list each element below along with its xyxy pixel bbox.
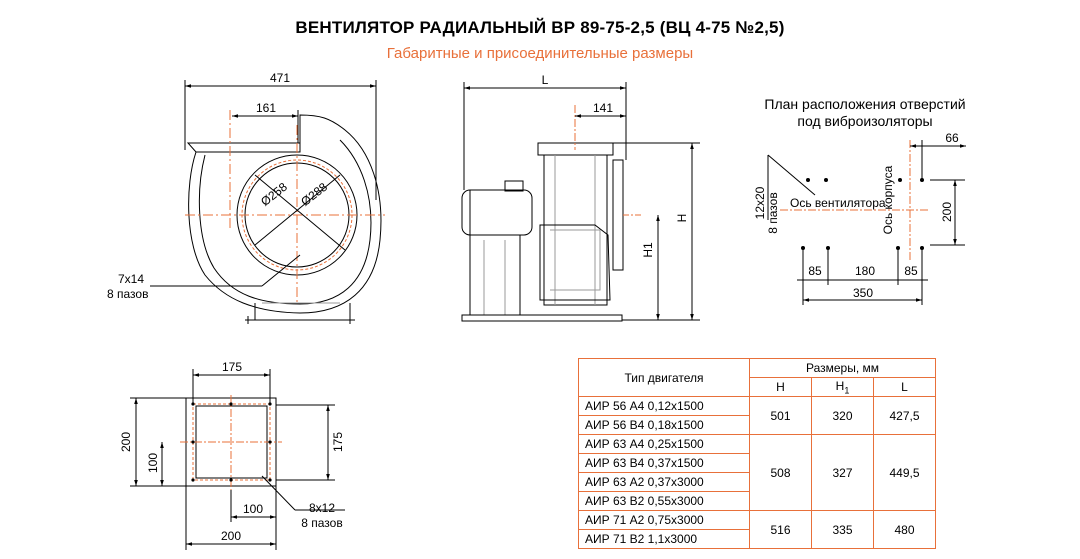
col-sizes: Размеры, мм <box>749 358 936 378</box>
motor-cell: АИР 56 В4 0,18х1500 <box>578 415 750 435</box>
plan-dim-depth: 200 <box>940 202 954 222</box>
col-h1-sub: 1 <box>844 385 850 396</box>
outlet-dim-half-height: 100 <box>146 453 160 473</box>
value-l: 480 <box>873 510 936 549</box>
page-title: ВЕНТИЛЯТОР РАДИАЛЬНЫЙ ВР 89-75-2,5 (ВЦ 4… <box>295 18 785 37</box>
plan-dim-middle: 180 <box>855 264 875 278</box>
front-dim-total-width: 471 <box>270 71 290 85</box>
page-subtitle: Габаритные и присоединительные размеры <box>386 45 694 62</box>
outlet-holes-note-2: 8 пазов <box>301 516 342 530</box>
side-dim-length: L <box>542 73 549 87</box>
value-h1: 320 <box>811 396 874 435</box>
plan-dim-offset: 66 <box>945 131 959 145</box>
plan-dim-total: 350 <box>853 286 873 300</box>
front-dim-d-outer: Ø288 <box>298 180 330 209</box>
inlet-flange <box>186 142 301 153</box>
plan-axis-body: Ось корпуса <box>881 165 895 234</box>
table-row: АИР 63 В4 0,37х1500 <box>578 453 936 473</box>
outlet-view <box>130 369 345 550</box>
front-holes-note-2: 8 пазов <box>107 287 148 301</box>
outlet-dim-width: 175 <box>222 360 242 374</box>
value-h: 501 <box>749 396 812 435</box>
value-l: 449,5 <box>873 434 936 511</box>
col-motor: Тип двигателя <box>578 358 750 397</box>
outlet-dim-height-left: 200 <box>119 432 133 452</box>
feet <box>254 303 351 321</box>
scroll-housing-inner <box>198 139 372 305</box>
scroll-housing <box>188 114 382 314</box>
motor-cell: АИР 71 В2 1,1х3000 <box>578 529 750 549</box>
value-l: 427,5 <box>873 396 936 435</box>
specs-subheader-row: H H1 L <box>579 377 936 397</box>
motor-cell: АИР 56 А4 0,12х1500 <box>578 396 750 416</box>
front-dim-d-inner: Ø258 <box>258 180 290 209</box>
motor-cell: АИР 63 А2 0,37х3000 <box>578 472 750 492</box>
plan-caption-line2: под виброизоляторы <box>797 113 933 129</box>
col-l: L <box>873 377 936 397</box>
plan-holes <box>801 178 924 250</box>
outlet-dim-half-width: 100 <box>243 502 263 516</box>
value-h1: 335 <box>811 510 874 549</box>
plan-slots-1: 12x20 <box>753 186 767 219</box>
plan-slots-2: 8 пазов <box>766 192 780 233</box>
table-row: АИР 63 А4 0,25х1500 508 327 449,5 <box>578 434 936 511</box>
plan-caption: План расположения отверстий под виброизо… <box>735 96 995 130</box>
motor-cell: АИР 63 А4 0,25х1500 <box>578 434 750 454</box>
side-dim-height1: H1 <box>641 242 655 258</box>
motor <box>461 189 533 236</box>
motor-cell: АИР 63 В2 0,55х3000 <box>578 491 750 511</box>
outlet-dim-height-right: 175 <box>331 432 345 452</box>
impeller-housing <box>539 224 611 301</box>
specs-table: Тип двигателя Размеры, мм H H1 L АИР 56 … <box>578 358 936 549</box>
plan-view <box>767 140 966 305</box>
outlet-holes-note-1: 8x12 <box>309 501 335 515</box>
outlet-holes <box>191 402 272 482</box>
col-h1-base: H <box>835 378 845 393</box>
table-row: АИР 56 А4 0,12х1500 501 320 427,5 <box>578 396 936 435</box>
col-h: H <box>749 377 812 397</box>
plan-axis-fan: Ось вентилятора <box>790 196 886 210</box>
table-row: АИР 71 А2 0,75х3000 516 335 480 <box>578 510 936 549</box>
motor-cell: АИР 63 В4 0,37х1500 <box>578 453 750 473</box>
outlet-dim-base-width: 200 <box>221 529 241 543</box>
value-h: 516 <box>749 510 812 549</box>
motor-cell: АИР 71 А2 0,75х3000 <box>578 510 750 530</box>
specs-header-row: Тип двигателя Размеры, мм <box>578 358 936 397</box>
col-h1: H1 <box>811 377 874 397</box>
value-h1: 327 <box>811 434 874 511</box>
side-dim-offset: 141 <box>593 101 613 115</box>
plan-caption-line1: План расположения отверстий <box>764 96 966 112</box>
side-view <box>461 82 700 322</box>
plan-dim-right: 85 <box>904 264 918 278</box>
front-dim-offset: 161 <box>256 101 276 115</box>
table-row: АИР 71 В2 1,1х3000 <box>578 529 936 549</box>
front-holes-note-1: 7x14 <box>118 272 144 286</box>
front-view <box>150 80 385 324</box>
side-dim-height: H <box>675 214 689 223</box>
value-h: 508 <box>749 434 812 511</box>
plan-dim-left: 85 <box>808 264 822 278</box>
